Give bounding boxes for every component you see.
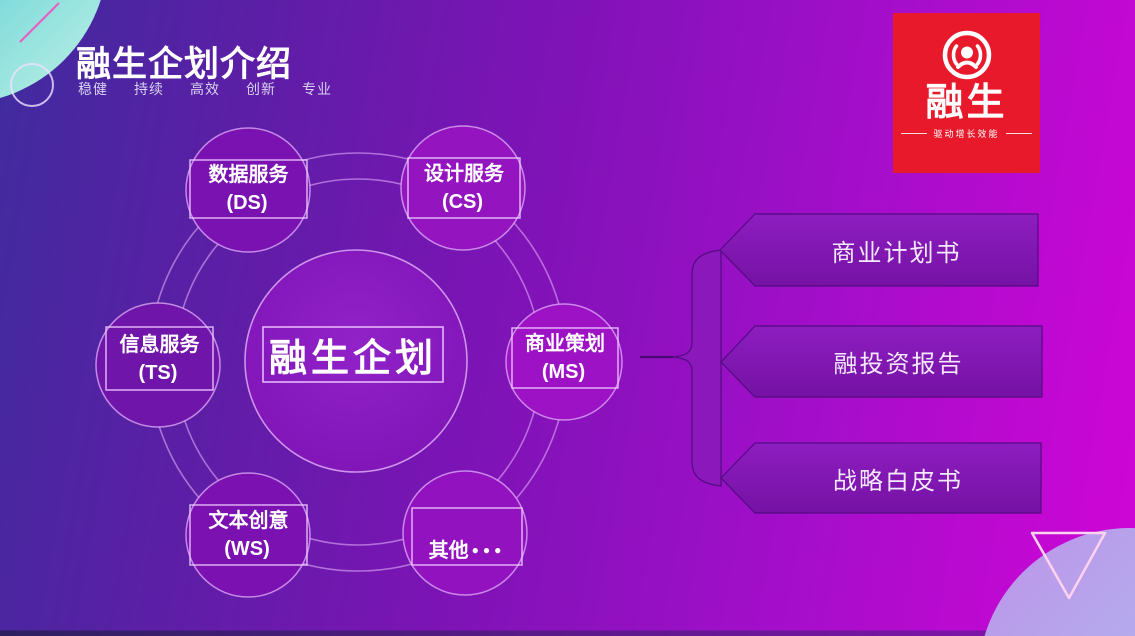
satellite-ds-line1: 数据服务 — [208, 164, 289, 186]
satellite-circle-cs — [400, 125, 526, 251]
bottom-strip — [0, 630, 1135, 636]
brand-name: 融生 — [925, 82, 1008, 124]
satellite-ds-line2: (DS) — [226, 189, 270, 216]
satellite-ms-line2-text: (MS) — [541, 361, 586, 383]
corner-pink-line — [19, 2, 60, 43]
output-banner-1-label: 商业计划书 — [831, 239, 962, 267]
satellite-box-ts — [105, 326, 214, 391]
output-banner-2: 融投资报告 — [755, 326, 1042, 397]
satellite-label-ds: 数据服务 (DS) — [190, 160, 307, 218]
output-banner-1: 商业计划书 — [755, 214, 1038, 286]
banner-shape-1 — [719, 213, 1039, 287]
satellite-circle-ds — [185, 127, 311, 253]
banner-shape-3 — [720, 442, 1042, 514]
satellite-label-ts: 信息服务 (TS) — [106, 327, 213, 390]
hub-label-text: 融生企划 — [268, 338, 437, 380]
tagline-line-right — [1005, 133, 1032, 134]
satellite-cs-line2-text: (CS) — [441, 191, 484, 213]
keyword-2: 持续 — [134, 81, 164, 97]
keyword-4: 创新 — [246, 81, 276, 97]
bottom-triangle-icon — [1030, 531, 1107, 600]
corner-teal-circle — [0, 0, 101, 98]
satellite-label-cs: 设计服务 (CS) — [408, 158, 520, 218]
satellite-ds-line2-text: (DS) — [226, 192, 268, 214]
brace — [672, 249, 722, 487]
satellite-cs-line1: 设计服务 — [424, 163, 504, 185]
hub-box — [262, 326, 444, 383]
satellite-ms-line2: (MS) — [542, 358, 588, 385]
satellite-ws-line2: (WS) — [224, 535, 273, 562]
satellite-circle-ts — [95, 302, 221, 428]
keyword-5: 专业 — [302, 81, 332, 97]
output-banner-3: 战略白皮书 — [755, 443, 1041, 513]
satellite-other-line2-text: 其他 — [428, 539, 469, 562]
brand-logo-icon — [942, 30, 991, 80]
satellite-label-other: 其他●●● — [412, 508, 522, 565]
brand-logo-card: 融生 驱动增长效能 — [893, 13, 1040, 173]
satellite-ts-line2-text: (TS) — [138, 361, 178, 384]
satellite-box-ws — [189, 504, 308, 566]
satellite-other-line2: 其他●●● — [429, 537, 506, 564]
satellite-circle-other — [402, 470, 528, 596]
satellite-ts-line2: (TS) — [139, 359, 181, 386]
satellite-circle-ms — [505, 303, 623, 421]
output-banner-3-label: 战略白皮书 — [833, 467, 963, 495]
satellite-box-ms — [511, 327, 619, 389]
corner-small-circle — [10, 63, 54, 107]
satellite-ws-line1: 文本创意 — [208, 510, 289, 532]
bottom-lavender-circle — [984, 528, 1135, 636]
satellite-ts-line1: 信息服务 — [119, 333, 200, 356]
subtitle-keywords: 稳健 持续 高效 创新 专业 — [78, 79, 332, 99]
keyword-3: 高效 — [190, 81, 220, 97]
satellite-box-other — [411, 507, 523, 566]
brand-tagline: 驱动增长效能 — [901, 127, 1032, 140]
banner-shape-2 — [720, 325, 1043, 398]
satellite-box-ds — [189, 159, 308, 219]
tagline-line-left — [901, 133, 928, 134]
tagline-text: 驱动增长效能 — [933, 129, 1000, 139]
hub-label: 融生企划 — [263, 327, 443, 382]
satellite-ms-line1: 商业策划 — [525, 333, 605, 355]
satellite-ws-line2-text: (WS) — [224, 538, 270, 560]
satellite-cs-line2: (CS) — [442, 188, 486, 215]
satellite-other-dots: ●●● — [471, 542, 506, 557]
satellite-label-ms: 商业策划 (MS) — [512, 328, 618, 388]
output-banner-2-label: 融投资报告 — [833, 351, 964, 378]
hub-circle — [244, 249, 468, 473]
keyword-1: 稳健 — [78, 81, 108, 97]
satellite-box-cs — [407, 157, 521, 219]
page-title: 融生企划介绍 — [76, 45, 293, 84]
satellite-circle-ws — [185, 472, 311, 598]
satellite-label-ws: 文本创意 (WS) — [190, 505, 307, 565]
